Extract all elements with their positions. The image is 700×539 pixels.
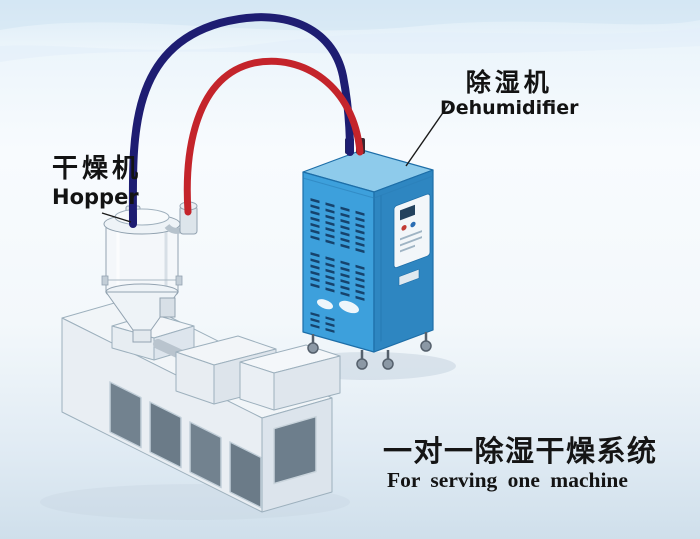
dehumidifier-label-cn: 除湿机: [465, 68, 553, 97]
panel-button-red: [401, 225, 407, 231]
supply-pipe-red: [183, 57, 364, 216]
dehumidifier-label: 除湿机 Dehumidifier: [440, 68, 579, 120]
caster-wheels: [307, 332, 432, 370]
panel-text-line: [400, 244, 415, 253]
return-pipe-navy: [128, 13, 354, 228]
dehumidifier-label-en: Dehumidifier: [440, 97, 579, 120]
cone-sensor-box: [159, 297, 176, 318]
system-caption: 一对一除湿干燥系统 For serving one machine: [383, 436, 658, 492]
system-caption-cn: 一对一除湿干燥系统: [383, 434, 658, 468]
hopper-label: 干燥机 Hopper: [52, 154, 143, 210]
front-sticker-small: [317, 299, 333, 310]
vent-grille: [310, 198, 365, 333]
system-caption-en: For serving one machine: [387, 468, 628, 493]
panel-text-line: [400, 236, 422, 247]
front-sticker-large: [339, 300, 359, 314]
leader-line-dehumidifier: [405, 103, 450, 167]
machine-front-doors: [109, 381, 262, 509]
machine-hood: [239, 344, 341, 411]
cabinet-top-rim: [302, 175, 434, 199]
hopper-lid-dome: [114, 208, 170, 226]
extruder-machine: [61, 297, 341, 513]
dehumidifier-cabinet: [302, 138, 434, 370]
control-panel: [380, 193, 431, 342]
panel-plate: [393, 193, 431, 269]
leader-line-hopper: [101, 212, 132, 223]
hopper-label-en: Hopper: [52, 185, 139, 210]
hopper-clamp-left: [101, 275, 109, 286]
hopper-clamp-right: [175, 275, 183, 286]
panel-text-line: [400, 230, 422, 241]
panel-display: [400, 204, 415, 221]
panel-label: [398, 268, 420, 287]
hopper-label-cn: 干燥机: [52, 154, 143, 184]
panel-button-blue: [410, 221, 416, 228]
machine-end-door: [273, 415, 317, 485]
background-waves: [0, 0, 700, 62]
